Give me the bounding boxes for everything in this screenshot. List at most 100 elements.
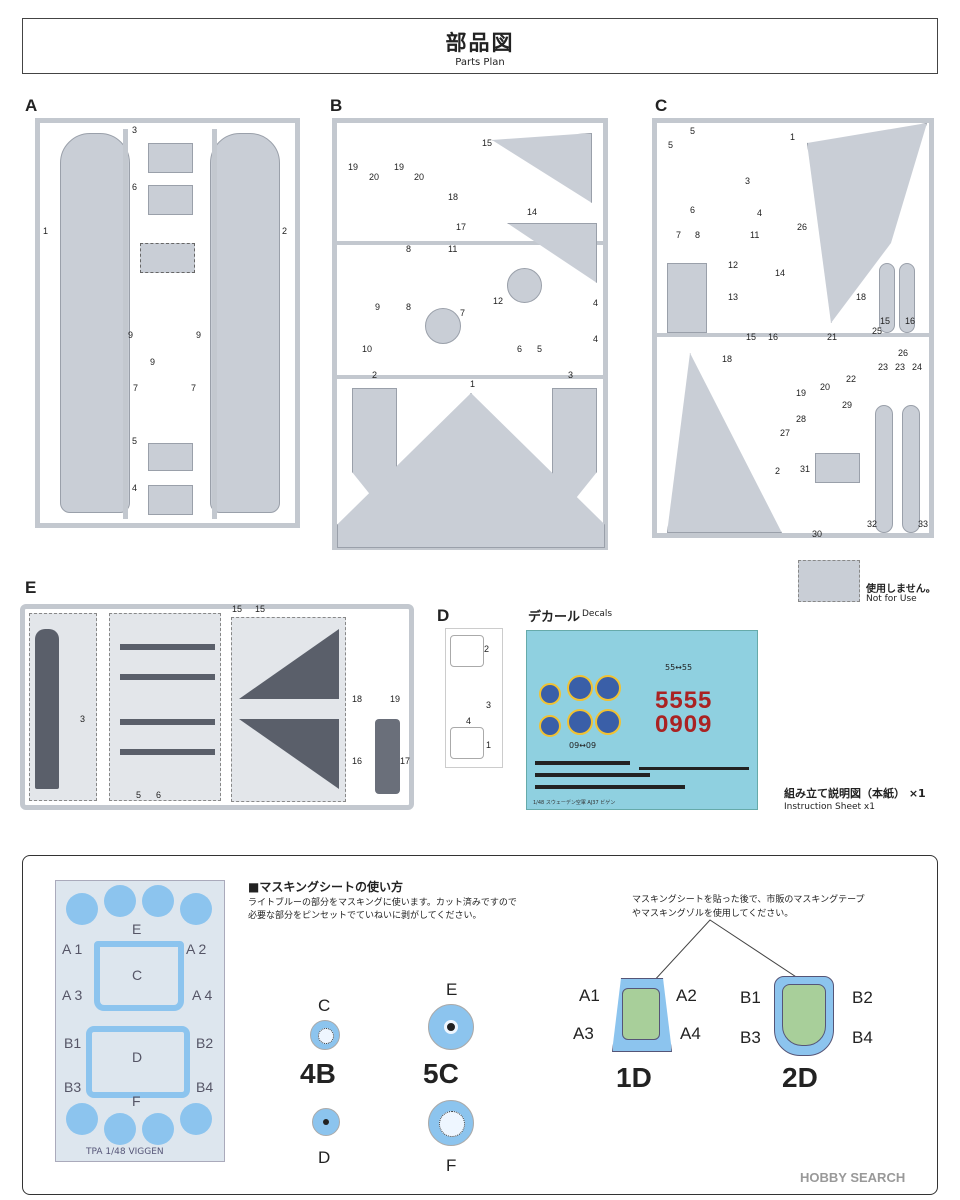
sprue-e-letter: E: [25, 578, 37, 597]
code-decal-09: 0909: [655, 711, 713, 738]
part-number: 19: [796, 388, 807, 398]
part-number: 4: [593, 334, 599, 344]
part-number: 2: [372, 370, 378, 380]
masking-desc-1: ライトブルーの部分をマスキングに使います。カット済みですので: [248, 898, 517, 908]
masking-section: [22, 855, 938, 1195]
fin-part-c2: [667, 353, 782, 533]
part-number: 19: [394, 162, 405, 172]
part-number: 7: [460, 308, 466, 318]
part-number: 8: [406, 244, 412, 254]
canopy-part-d2: [450, 635, 484, 667]
part-b15: [492, 133, 592, 203]
step-2d-b2: B2: [852, 988, 873, 1007]
part-number: 18: [856, 292, 867, 302]
part-number: 31: [800, 464, 811, 474]
part-number: 9: [128, 330, 134, 340]
roundel-decal: [567, 709, 593, 735]
part-number: 15: [255, 604, 266, 614]
part-number: 9: [196, 330, 202, 340]
mask-sheet-footer: TPA 1/48 VIGGEN: [86, 1147, 164, 1157]
instruction-label-jp: 組み立て説明図（本紙）: [784, 787, 905, 800]
small-code-decal: 09↔09: [569, 741, 597, 750]
masking-heading: ■マスキングシートの使い方: [248, 880, 403, 894]
part-number: 16: [768, 332, 779, 342]
step-2d-b3: B3: [740, 1028, 761, 1047]
decals-title-en: Decals: [582, 609, 613, 619]
part-number: 18: [352, 694, 363, 704]
part-number: 14: [527, 207, 538, 217]
stripe-decal: [535, 785, 685, 789]
part-number: 26: [898, 348, 909, 358]
part-number: 20: [820, 382, 831, 392]
title-box: 部品図 Parts Plan: [22, 18, 938, 74]
part-number: 19: [390, 694, 401, 704]
mask-circle: [66, 893, 98, 925]
mask-canopy-rear: [86, 1026, 190, 1098]
part-number: 7: [133, 383, 139, 393]
page-title: 部品図: [445, 31, 515, 55]
step-5c-top-label: E: [446, 980, 458, 999]
mask-circle: [104, 1113, 136, 1145]
not-used-label-en: Not for Use: [866, 594, 917, 604]
part-number: 19: [348, 162, 359, 172]
mask-circle: [180, 1103, 212, 1135]
part-number: 32: [867, 519, 878, 529]
tank-part-c33: [902, 405, 920, 533]
mask-label-f: F: [132, 1093, 141, 1109]
canopy-glass-icon: [782, 984, 826, 1046]
part-number: 10: [362, 344, 373, 354]
part-number: 3: [486, 700, 492, 710]
part-number: 4: [757, 208, 763, 218]
part-number: 5: [668, 140, 674, 150]
hub-icon: [323, 1119, 329, 1125]
part-number: 1: [486, 740, 492, 750]
mask-circle: [180, 893, 212, 925]
step-2d-b4: B4: [852, 1028, 873, 1047]
part-number: 13: [728, 292, 739, 302]
part-number: 6: [517, 344, 523, 354]
part-number: 1: [790, 132, 796, 142]
part-not-used: [109, 613, 221, 801]
part-a6: [148, 185, 193, 215]
sprue-b-letter: B: [330, 96, 343, 115]
part-number: 5: [690, 126, 696, 136]
step-1d-a1: A1: [579, 986, 600, 1005]
sprue-runner: [212, 129, 217, 519]
code-decal-55: 5555: [655, 687, 713, 714]
part-number: 20: [369, 172, 380, 182]
part-a4: [148, 485, 193, 515]
instruction-label: 組み立て説明図（本紙） ×1: [784, 785, 926, 801]
mask-label-a3: A 3: [62, 987, 83, 1003]
sprue-d-letter: D: [437, 606, 450, 625]
hub-icon: [318, 1028, 334, 1044]
part-number: 9: [375, 302, 381, 312]
part-number: 6: [156, 790, 162, 800]
instruction-qty: ×1: [908, 787, 926, 800]
sprue-e-frame: [20, 604, 414, 810]
part-number: 5: [132, 436, 138, 446]
part-number: 9: [150, 357, 156, 367]
decal-sheet: 5555 0909 55↔55 09↔09 1/48 スウェーデン空軍 AJ37…: [526, 630, 758, 810]
pointer-lines: [640, 919, 826, 997]
part-number: 17: [456, 222, 467, 232]
part-b12: [507, 268, 542, 303]
step-2d-label: 2D: [782, 1062, 818, 1093]
part-number: 21: [827, 332, 838, 342]
part-number: 15: [880, 316, 891, 326]
not-used-label: 使用しません。: [866, 584, 936, 595]
part-number: 7: [676, 230, 682, 240]
step-2d-b1: B1: [740, 988, 761, 1007]
sprue-runner: [123, 129, 128, 519]
small-code-decal: 55↔55: [665, 663, 693, 672]
step-1d-a4: A4: [680, 1024, 701, 1043]
sprue-a-frame: [35, 118, 300, 528]
step-5c-bottom-label: F: [446, 1156, 457, 1175]
part-number: 23: [895, 362, 906, 372]
masking-sheet: E C D F A 1 A 2 A 3 A 4 B1 B2 B3 B4 TPA …: [55, 880, 225, 1162]
sprue-runner: [657, 333, 929, 337]
step-1d-label: 1D: [616, 1062, 652, 1093]
fuselage-left-part: [60, 133, 130, 513]
part-number: 4: [466, 716, 472, 726]
part-number: 12: [493, 296, 504, 306]
part-number: 26: [797, 222, 808, 232]
